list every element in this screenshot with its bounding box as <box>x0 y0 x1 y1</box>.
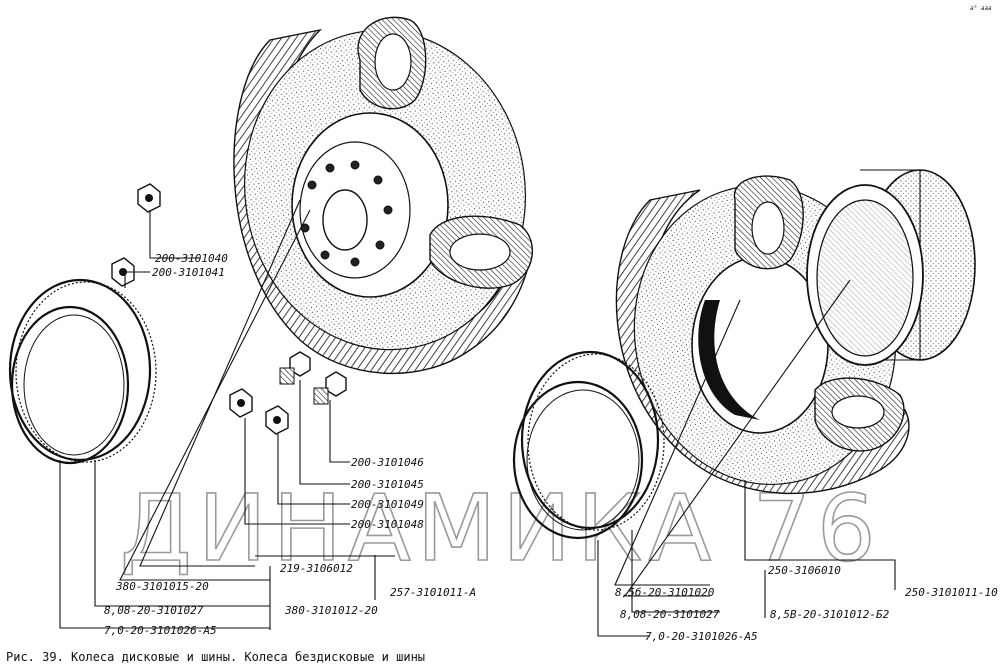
callout-label: 250-3101011-10 <box>905 586 998 599</box>
callout-label: 7,0-20-3101026-А5 <box>645 630 758 643</box>
callout-label: 8,08-20-3101027 <box>620 608 720 621</box>
callout-label: 200-3101045 <box>351 478 424 491</box>
lock-ring-right <box>512 350 665 540</box>
callout-label: 250-3106010 <box>768 564 841 577</box>
callout-label: 380-3101015-20 <box>115 580 209 593</box>
nut-icon <box>265 405 289 435</box>
callout-label: 200-3101046 <box>351 456 424 469</box>
callout-label: 7,0-20-3101026-А5 <box>104 624 217 637</box>
center-bore <box>322 189 368 251</box>
callout-label: 8,08-20-3101027 <box>104 604 204 617</box>
callout-label: 257-3101011-А <box>390 586 476 599</box>
callout-label: 219-3106012 <box>280 562 353 575</box>
callout-label: 200-3101040 <box>155 252 228 265</box>
nut-icon <box>229 388 253 418</box>
callout-labels: 200-3101040 200-3101041 200-3101046 200-… <box>104 252 998 643</box>
nut-icon <box>137 183 161 213</box>
corner-mark: а° ааа <box>970 5 992 12</box>
callout-label: 200-3101049 <box>351 498 424 511</box>
side-ring-right <box>512 380 644 540</box>
callout-label: 200-3101041 <box>152 266 225 279</box>
stud-bolt-icon <box>279 351 311 385</box>
rim-drum <box>806 169 976 366</box>
callout-label: 8,5б-20-3101020 <box>615 586 715 599</box>
callout-label: 200-3101048 <box>351 518 424 531</box>
disc-wheel-assembly <box>233 16 534 375</box>
nut-icon <box>111 257 135 287</box>
lock-ring-left <box>8 278 157 465</box>
side-ring-left <box>10 305 130 465</box>
callout-label: 8,5В-20-3101012-Б2 <box>770 608 890 621</box>
figure-caption: Рис. 39. Колеса дисковые и шины. Колеса … <box>6 650 426 664</box>
stud-bolt-icon <box>313 371 347 405</box>
stud-holes <box>300 160 393 267</box>
leader-lines <box>59 199 896 637</box>
fasteners <box>111 183 347 435</box>
callout-label: 380-3101012-20 <box>284 604 378 617</box>
